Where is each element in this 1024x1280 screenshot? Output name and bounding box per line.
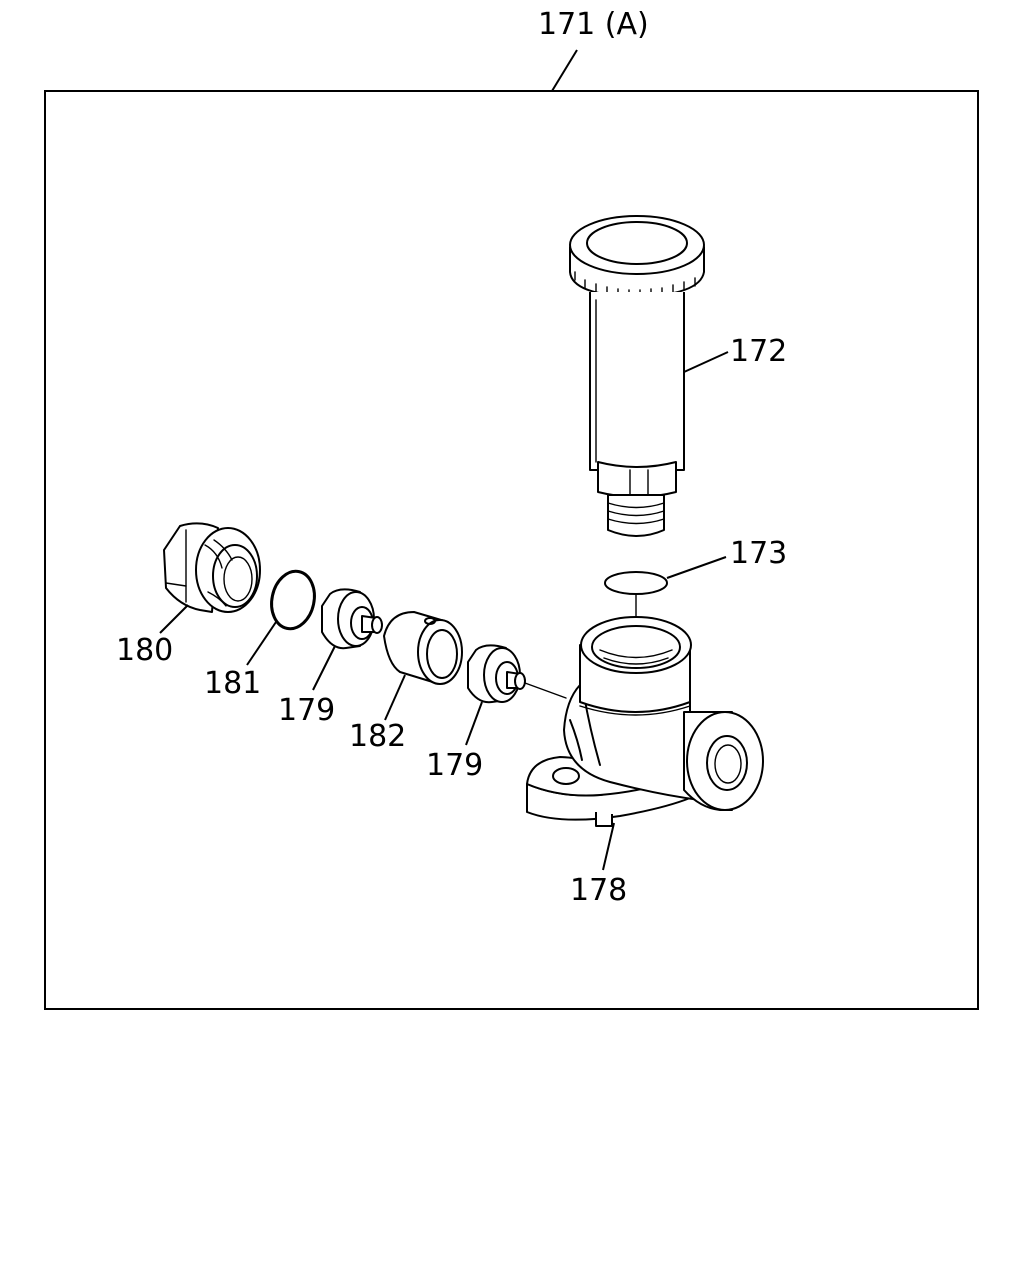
part-178-pump-body[interactable]	[526, 616, 764, 827]
callout-172[interactable]: 172	[730, 334, 787, 369]
callout-180-leader	[159, 604, 189, 634]
callout-179a[interactable]: 179	[278, 693, 335, 728]
valve-axis-line	[524, 682, 567, 699]
assembly-label[interactable]: 171 (A)	[538, 7, 649, 42]
part-180-plug[interactable]	[163, 522, 261, 613]
callout-182[interactable]: 182	[349, 719, 406, 754]
part-181-gasket[interactable]	[266, 567, 319, 632]
callout-181-leader	[246, 621, 277, 666]
part-172-priming-plunger[interactable]	[569, 215, 705, 537]
callout-181[interactable]: 181	[204, 666, 261, 701]
callout-172-leader	[683, 351, 729, 373]
callout-180[interactable]: 180	[116, 633, 173, 668]
callout-173-leader	[666, 556, 727, 579]
part-179-check-valve-right[interactable]	[467, 644, 526, 704]
assembly-leader	[551, 49, 578, 92]
callout-182-leader	[384, 674, 406, 721]
callout-179a-leader	[312, 645, 336, 691]
callout-178-leader	[602, 822, 615, 871]
callout-178[interactable]: 178	[570, 873, 627, 908]
part-173-o-ring[interactable]	[604, 571, 668, 595]
diagram-frame	[44, 90, 979, 1010]
callout-179b[interactable]: 179	[426, 748, 483, 783]
callout-173[interactable]: 173	[730, 536, 787, 571]
part-179-check-valve-left[interactable]	[321, 588, 383, 650]
callout-179b-leader	[465, 701, 483, 746]
part-182-sleeve[interactable]	[383, 611, 463, 685]
